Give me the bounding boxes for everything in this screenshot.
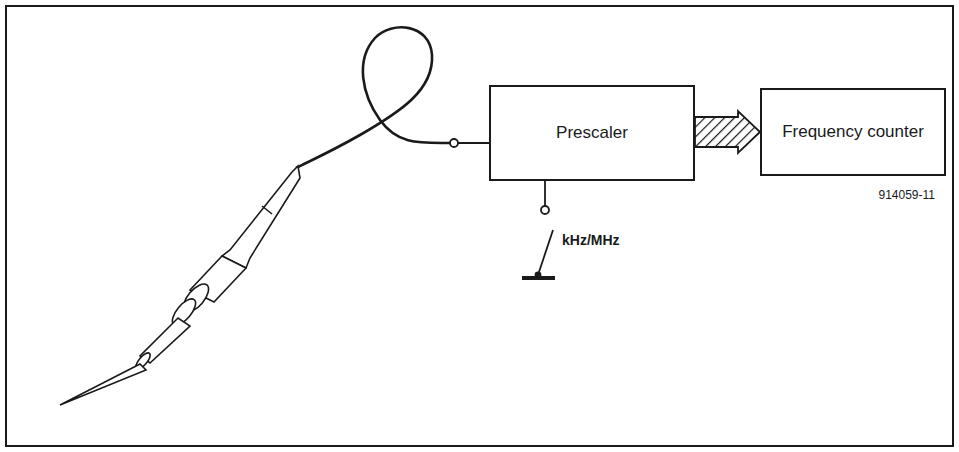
- process-box: Prescaler: [489, 85, 695, 181]
- box-label: Frequency counter: [782, 122, 924, 142]
- box-label: Prescaler: [556, 123, 628, 143]
- probe-cable: [296, 27, 450, 168]
- probe: [60, 166, 300, 405]
- figure-number: 914059-11: [879, 188, 936, 202]
- process-box: Frequency counter: [760, 88, 946, 176]
- input-wire: [458, 142, 492, 144]
- bus-arrow: [695, 111, 760, 153]
- range-switch: [522, 180, 555, 278]
- input-terminal: [450, 139, 458, 147]
- switch-label: kHz/MHz: [562, 232, 620, 248]
- frame: [6, 6, 953, 446]
